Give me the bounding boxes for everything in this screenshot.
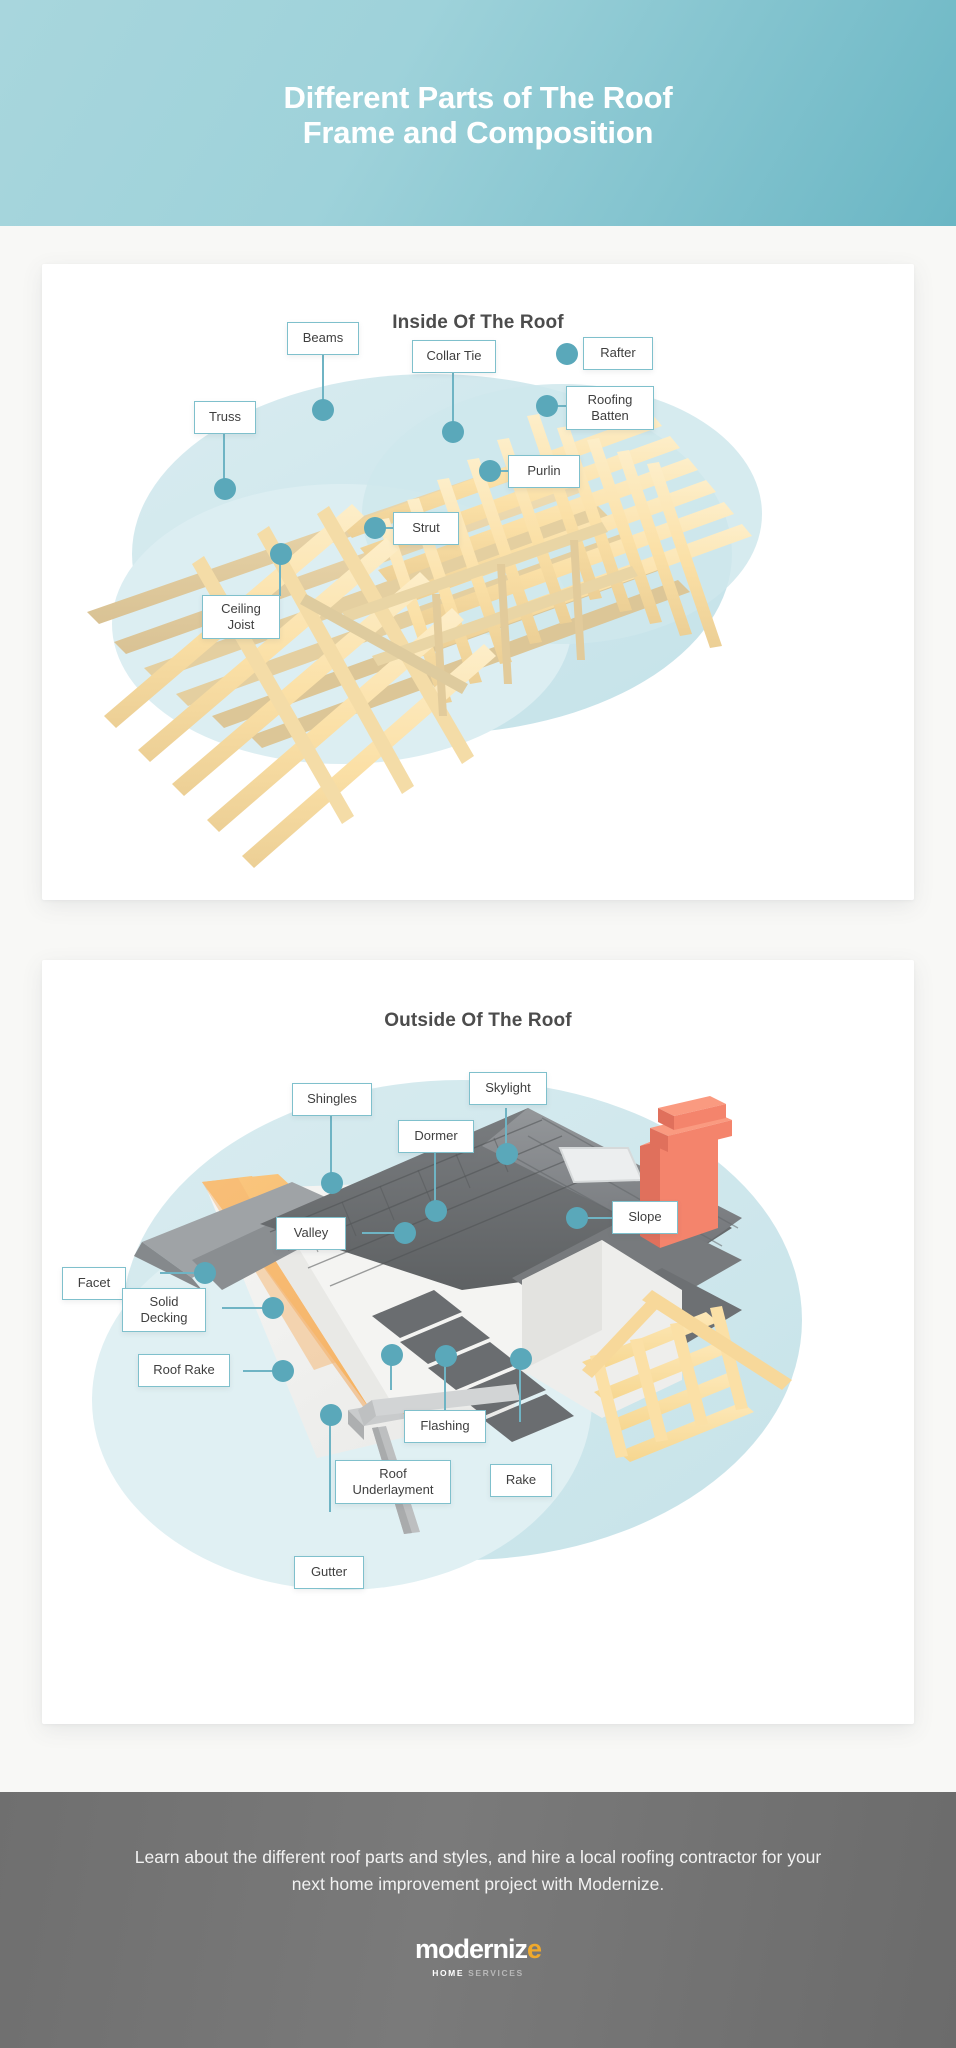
- card-inside-of-the-roof: Inside Of The Roof: [42, 264, 914, 900]
- chimney: [640, 1096, 732, 1248]
- dot-flashing: [435, 1345, 457, 1367]
- logo-wordmark-accent: e: [526, 1934, 542, 1965]
- callout-roofing-batten[interactable]: Roofing Batten: [566, 386, 654, 430]
- dot-strut: [364, 517, 386, 539]
- logo-tagline-home: HOME: [432, 1968, 465, 1979]
- card-outside-of-the-roof: Outside Of The Roof: [42, 960, 914, 1724]
- callout-solid-decking[interactable]: Solid Decking: [122, 1288, 206, 1332]
- dot-truss: [214, 478, 236, 500]
- callout-rafter[interactable]: Rafter: [583, 337, 653, 370]
- callout-slope[interactable]: Slope: [612, 1201, 678, 1234]
- logo-tagline-services: SERVICES: [468, 1968, 524, 1979]
- callout-roof-underlayment[interactable]: Roof Underlayment: [335, 1460, 451, 1504]
- callout-facet[interactable]: Facet: [62, 1267, 126, 1300]
- card-outside-title: Outside Of The Roof: [384, 1010, 572, 1031]
- footer-text: Learn about the different roof parts and…: [134, 1847, 822, 1895]
- callout-shingles[interactable]: Shingles: [292, 1083, 372, 1116]
- dot-roof-underlayment: [381, 1344, 403, 1366]
- dot-roofing-batten: [536, 395, 558, 417]
- logo-wordmark: modernize: [414, 1934, 542, 1965]
- callout-valley[interactable]: Valley: [276, 1217, 346, 1250]
- callout-gutter[interactable]: Gutter: [294, 1556, 364, 1589]
- header-banner: Different Parts of The Roof Frame and Co…: [0, 0, 956, 226]
- callout-truss[interactable]: Truss: [194, 401, 256, 434]
- logo-wordmark-main: moderniz: [414, 1934, 528, 1965]
- callout-purlin[interactable]: Purlin: [508, 455, 580, 488]
- callout-strut[interactable]: Strut: [393, 512, 459, 545]
- card-inside-title: Inside Of The Roof: [392, 312, 564, 333]
- dot-collar-tie: [442, 421, 464, 443]
- skylight: [558, 1147, 644, 1184]
- collar-ties-and-struts: [300, 522, 638, 716]
- dot-valley: [394, 1222, 416, 1244]
- page-title: Different Parts of The Roof Frame and Co…: [283, 75, 672, 150]
- callout-dormer[interactable]: Dormer: [398, 1120, 474, 1153]
- dot-gutter: [320, 1404, 342, 1426]
- dot-slope: [566, 1207, 588, 1229]
- callout-ceiling-joist[interactable]: Ceiling Joist: [202, 595, 280, 639]
- page-title-line2: Frame and Composition: [302, 115, 654, 150]
- dot-skylight: [496, 1143, 518, 1165]
- dot-facet: [194, 1262, 216, 1284]
- exposed-rafters: [582, 1290, 792, 1462]
- footer-banner: Learn about the different roof parts and…: [0, 1792, 956, 2048]
- dot-rafter: [556, 343, 578, 365]
- callout-flashing[interactable]: Flashing: [404, 1410, 486, 1443]
- dot-solid-decking: [262, 1297, 284, 1319]
- page-title-line1: Different Parts of The Roof: [283, 80, 673, 116]
- callout-roof-rake[interactable]: Roof Rake: [138, 1354, 230, 1387]
- logo-tagline: HOME SERVICES: [415, 1968, 541, 1978]
- dot-beams: [312, 399, 334, 421]
- dot-shingles: [321, 1172, 343, 1194]
- callout-rake[interactable]: Rake: [490, 1464, 552, 1497]
- dot-roof-rake: [272, 1360, 294, 1382]
- dot-ceiling-joist: [270, 543, 292, 565]
- callout-skylight[interactable]: Skylight: [469, 1072, 547, 1105]
- dot-dormer: [425, 1200, 447, 1222]
- callout-beams[interactable]: Beams: [287, 322, 359, 355]
- brand-logo[interactable]: modernize HOME SERVICES: [414, 1934, 542, 1978]
- callout-collar-tie[interactable]: Collar Tie: [412, 340, 496, 373]
- dot-purlin: [479, 460, 501, 482]
- dot-rake: [510, 1348, 532, 1370]
